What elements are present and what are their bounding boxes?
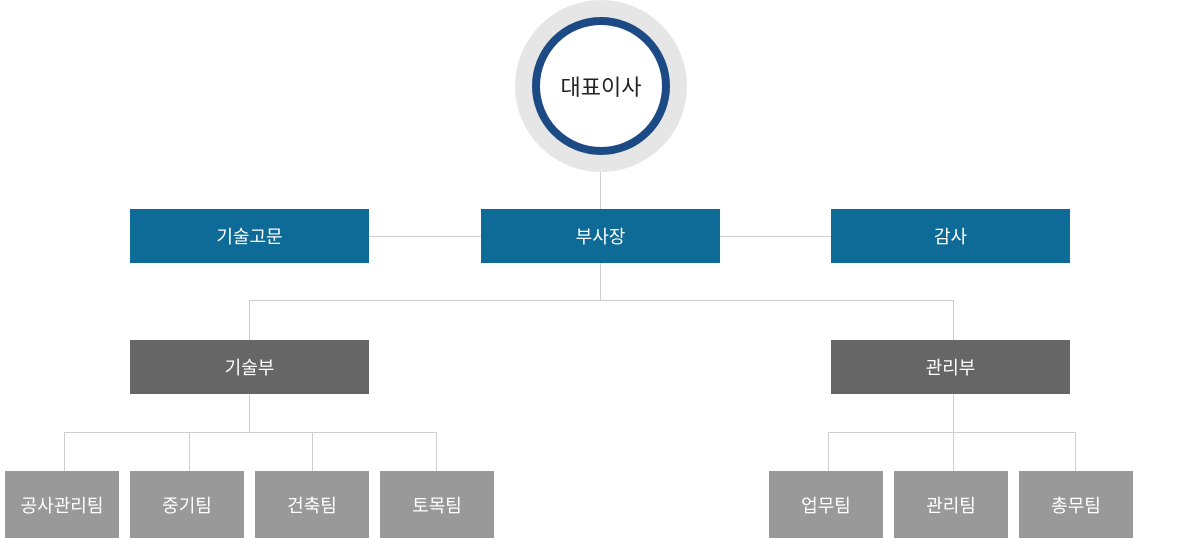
node-team-heavy-equipment[interactable]: 중기팀 (130, 471, 244, 538)
node-team-operations[interactable]: 업무팀 (769, 471, 883, 538)
node-tech-dept-label: 기술부 (224, 358, 275, 379)
team-label: 중기팀 (162, 495, 212, 517)
connector-team-3 (312, 432, 313, 471)
node-admin-dept-label: 관리부 (925, 358, 976, 379)
node-vice-president[interactable]: 부사장 (481, 209, 720, 263)
node-team-management[interactable]: 관리팀 (894, 471, 1008, 538)
connector-admin-down (953, 394, 954, 432)
connector-tech-drop (249, 300, 250, 340)
node-team-architecture[interactable]: 건축팀 (255, 471, 369, 538)
connector-team-1 (64, 432, 65, 471)
connector-advisor-vice (369, 236, 481, 237)
connector-admin-drop (953, 300, 954, 340)
team-label: 관리팀 (926, 495, 976, 517)
node-tech-dept[interactable]: 기술부 (130, 340, 369, 394)
team-label: 토목팀 (412, 495, 462, 517)
connector-ceo-vice (600, 172, 601, 209)
node-auditor-label: 감사 (933, 227, 968, 248)
node-vice-president-label: 부사장 (575, 227, 626, 248)
connector-team-2 (189, 432, 190, 471)
node-technical-advisor[interactable]: 기술고문 (130, 209, 369, 263)
connector-vice-down (600, 263, 601, 301)
ceo-node[interactable]: 대표이사 (532, 17, 670, 155)
connector-team-7 (1075, 432, 1076, 471)
connector-dept-horizontal (249, 300, 954, 301)
connector-tech-teams-horizontal (64, 432, 437, 433)
ceo-label: 대표이사 (560, 76, 642, 101)
node-auditor[interactable]: 감사 (831, 209, 1070, 263)
node-admin-dept[interactable]: 관리부 (831, 340, 1070, 394)
connector-team-6 (953, 432, 954, 471)
node-team-civil[interactable]: 토목팀 (380, 471, 494, 538)
team-label: 공사관리팀 (20, 495, 104, 517)
team-label: 건축팀 (287, 495, 337, 517)
connector-team-5 (828, 432, 829, 471)
connector-team-4 (436, 432, 437, 471)
node-technical-advisor-label: 기술고문 (216, 227, 283, 248)
connector-vice-auditor (720, 236, 831, 237)
connector-tech-down (249, 394, 250, 432)
team-label: 총무팀 (1051, 495, 1101, 517)
connector-admin-teams-horizontal (828, 432, 1076, 433)
node-team-construction-mgmt[interactable]: 공사관리팀 (5, 471, 119, 538)
node-team-general-affairs[interactable]: 총무팀 (1019, 471, 1133, 538)
team-label: 업무팀 (801, 495, 851, 517)
